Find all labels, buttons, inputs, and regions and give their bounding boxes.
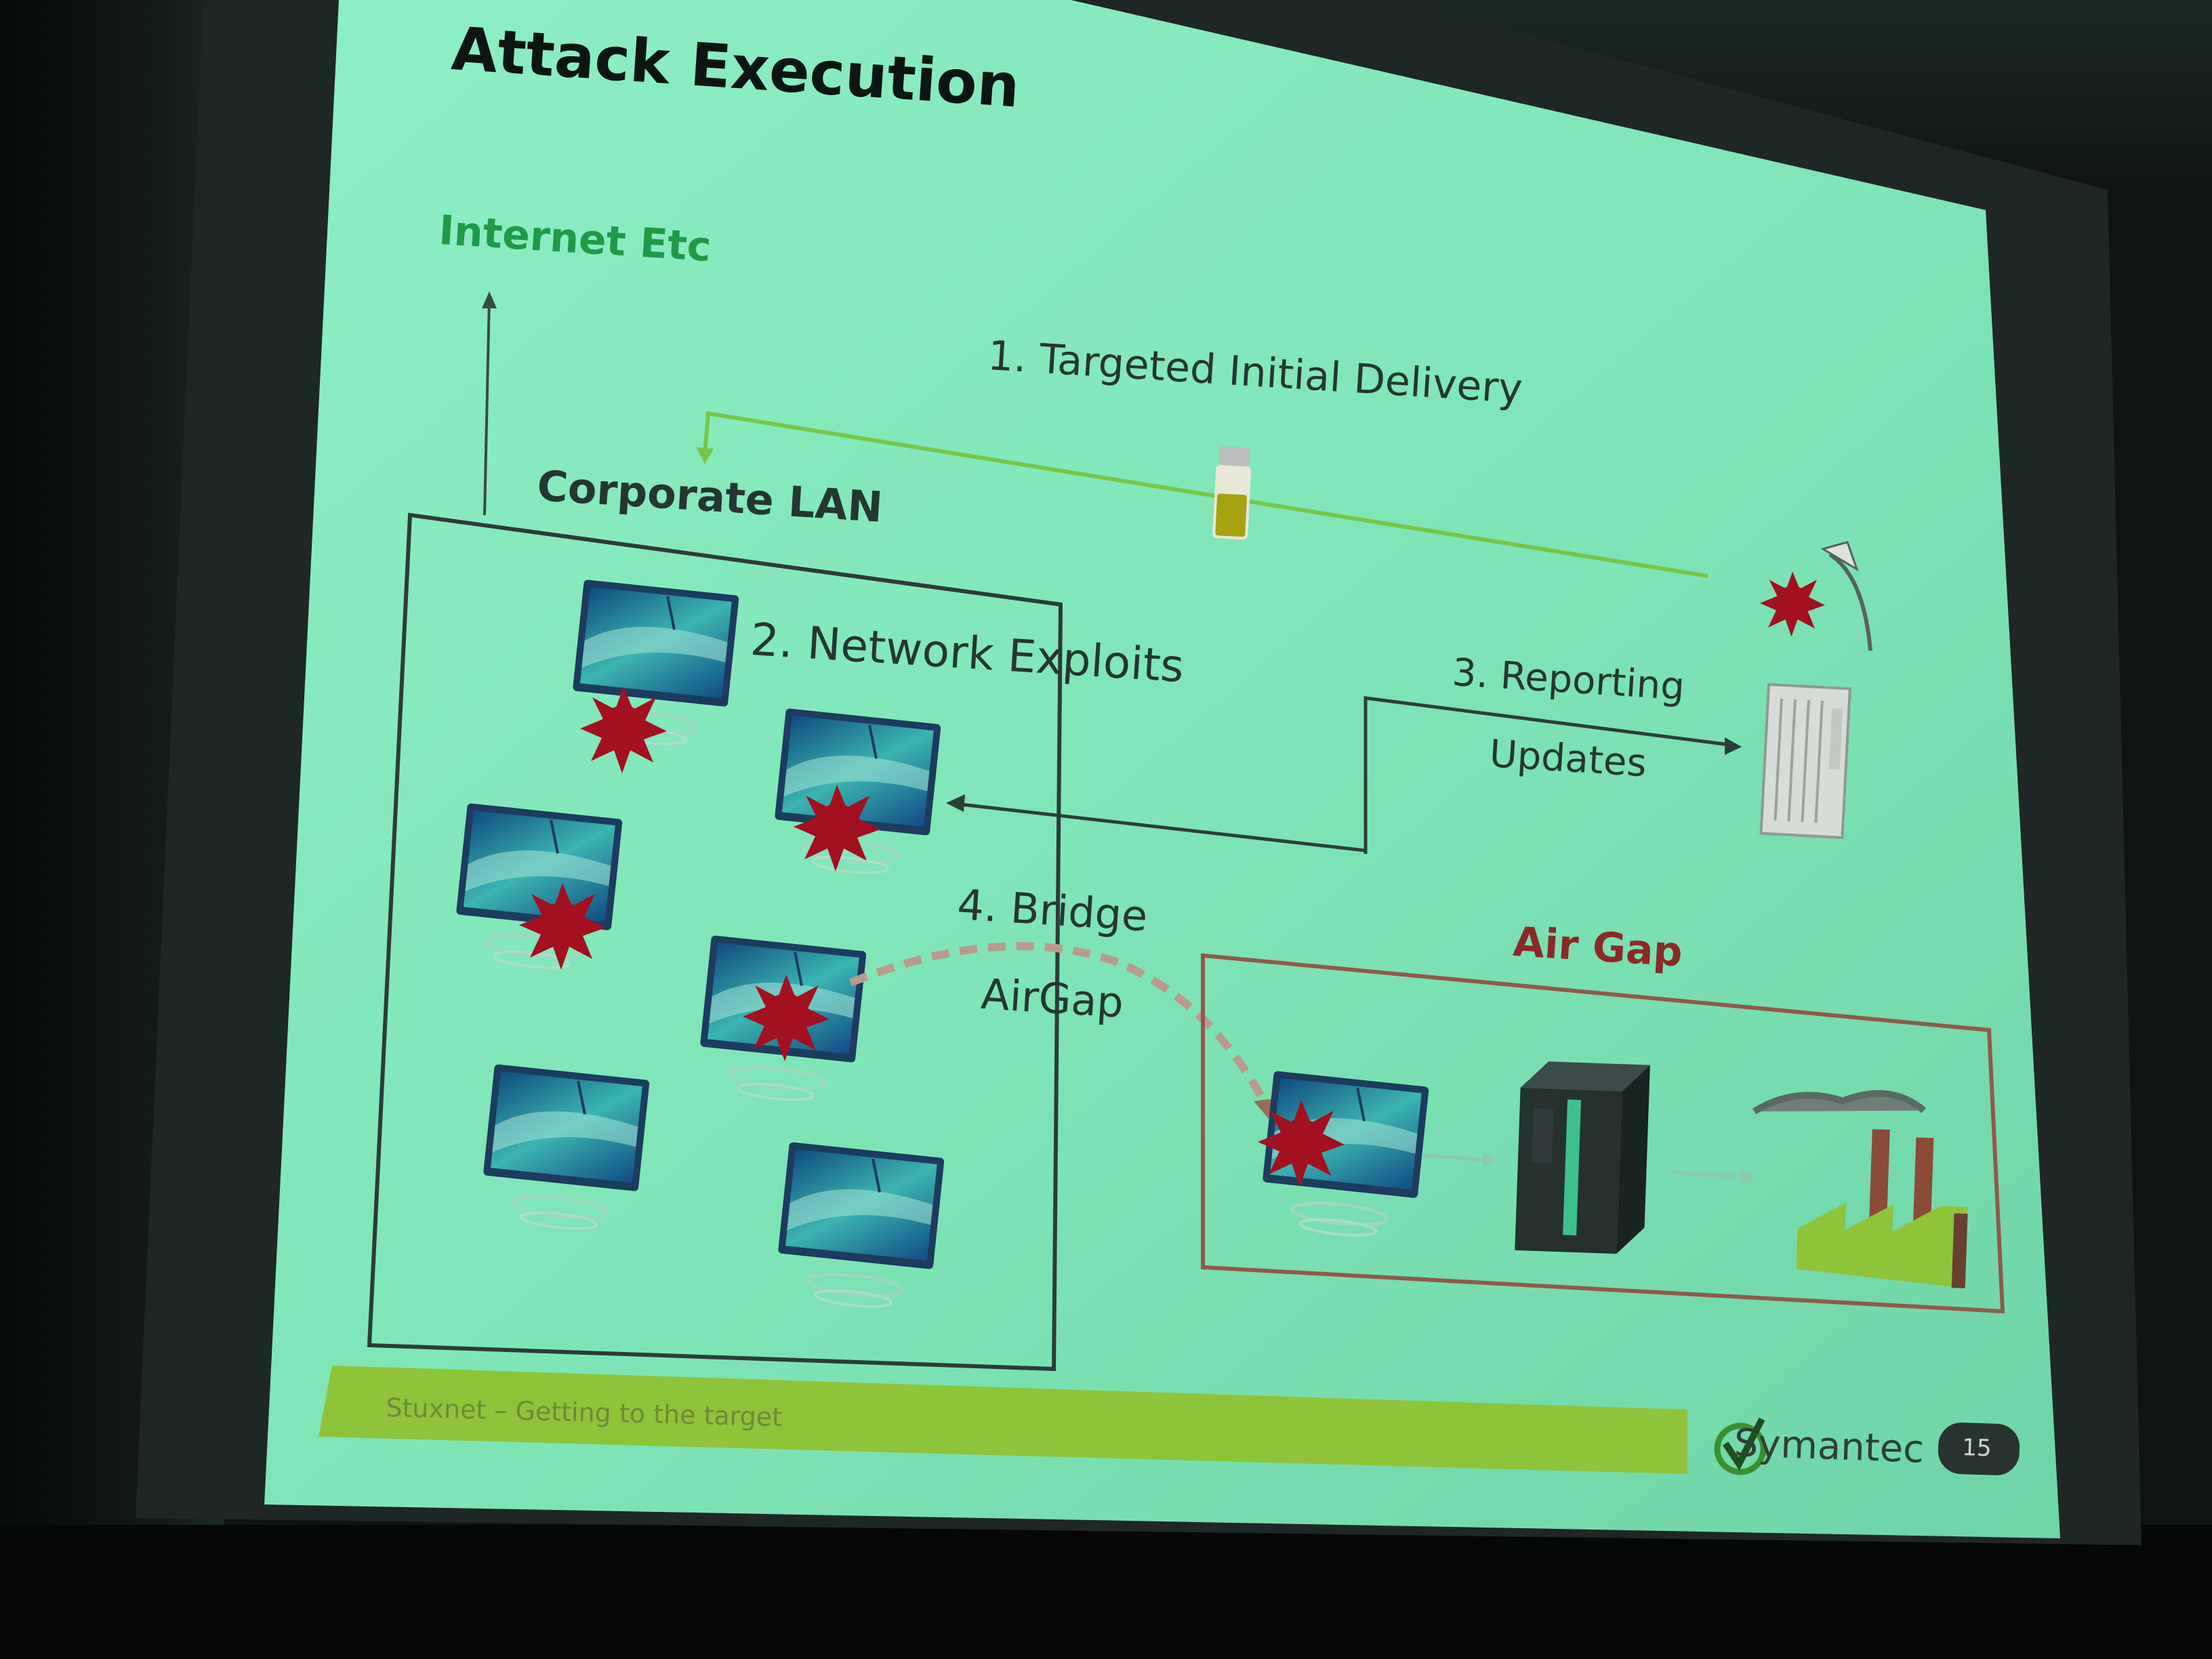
corporate-lan-box xyxy=(367,512,1063,1372)
internet-arrow xyxy=(483,298,491,516)
delivery-line xyxy=(703,411,1708,578)
updates-arrow xyxy=(955,802,1366,853)
page-number-pill xyxy=(1938,1422,2020,1475)
reporting-arrow xyxy=(1364,696,1736,854)
server-icon xyxy=(1759,682,1851,840)
factory-icon xyxy=(1752,1090,1968,1288)
plc-controller-icon xyxy=(1515,1061,1650,1254)
footer-bar xyxy=(319,1366,1687,1474)
page-number: 15 xyxy=(1961,1434,1992,1462)
bridge-arrow xyxy=(848,942,1271,1110)
room-background-bottom xyxy=(0,1525,2212,1659)
usb-drive-icon xyxy=(1212,446,1252,540)
brand-logo-text: Symantec xyxy=(1733,1421,1925,1472)
air-gap-box xyxy=(1201,953,2005,1314)
bridge-airgap-label: AirGap xyxy=(979,969,1126,1028)
attacker-icon xyxy=(1760,541,1872,651)
symantec-check-icon xyxy=(1714,1417,1767,1475)
